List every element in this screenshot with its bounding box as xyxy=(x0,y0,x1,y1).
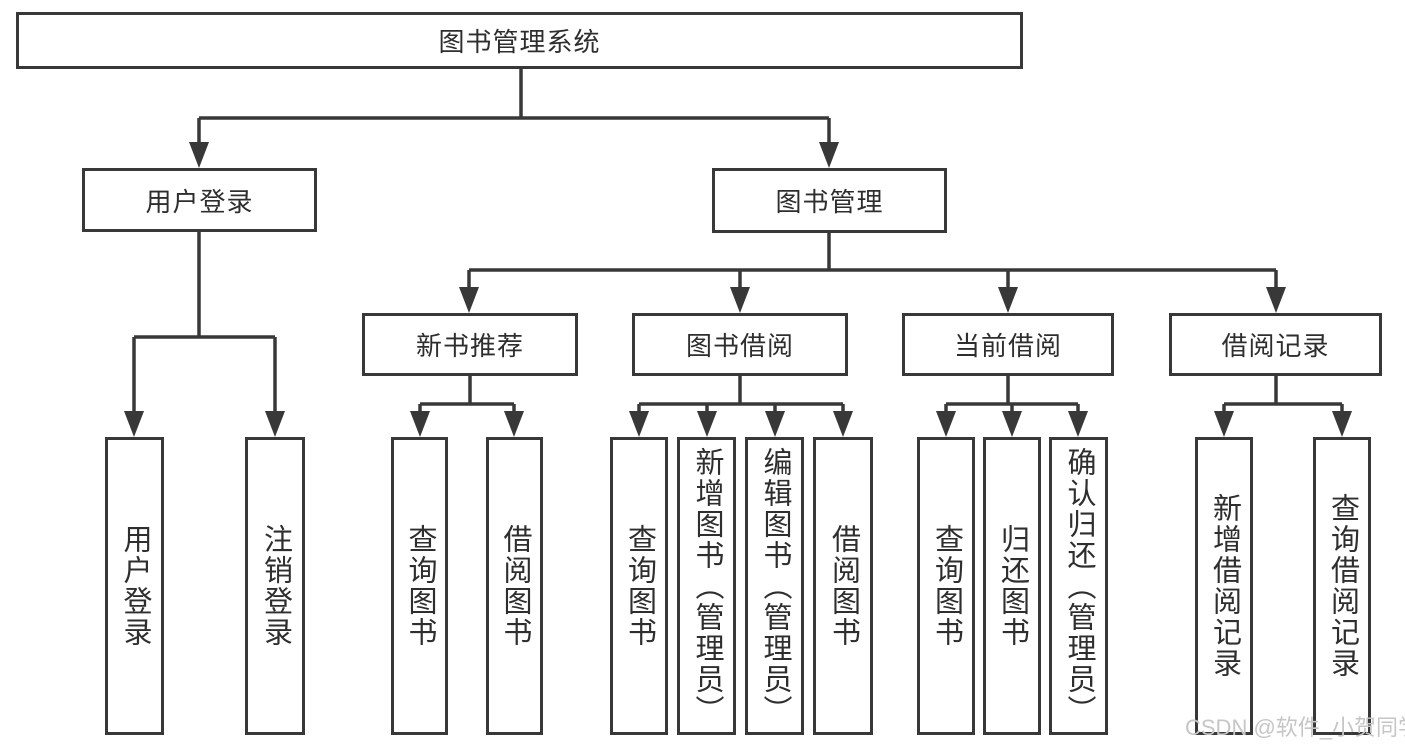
leaf-return-books: 归还图书 xyxy=(983,437,1041,735)
connector-section-current xyxy=(936,376,1088,437)
leaf-label: 借阅图书 xyxy=(827,524,860,648)
connector-login xyxy=(124,232,285,437)
leaf-label: 编辑图书（管理员） xyxy=(759,446,791,726)
leaf-query-books: 查询图书 xyxy=(610,437,668,735)
leaf-borrow-books: 借阅图书 xyxy=(813,437,873,735)
node-user-login: 用户登录 xyxy=(82,168,317,232)
leaf-user-login: 用户登录 xyxy=(105,437,164,735)
node-current-borrowing: 当前借阅 xyxy=(902,313,1114,376)
node-new-book-recommendation: 新书推荐 xyxy=(362,313,578,376)
connector-section-new xyxy=(410,376,524,437)
leaf-label: 新增借阅记录 xyxy=(1208,493,1241,679)
node-book-management-label: 图书管理 xyxy=(775,187,884,217)
leaf-label: 确认归还（管理员） xyxy=(1063,446,1095,726)
leaf-query-books: 查询图书 xyxy=(917,437,975,735)
leaf-borrow-books: 借阅图书 xyxy=(486,437,543,735)
leaf-label: 新增图书（管理员） xyxy=(691,446,723,726)
section-label: 当前借阅 xyxy=(953,331,1062,361)
connector-section-borrow xyxy=(629,376,853,437)
leaf-add-borrow-record: 新增借阅记录 xyxy=(1195,437,1253,735)
node-borrowing-records: 借阅记录 xyxy=(1169,313,1382,376)
leaf-label: 查询图书 xyxy=(930,524,963,648)
leaf-query-books: 查询图书 xyxy=(391,437,448,735)
leaf-label: 借阅图书 xyxy=(499,524,531,648)
leaf-logout: 注销登录 xyxy=(245,437,305,735)
leaf-label: 查询图书 xyxy=(623,524,656,648)
node-root-library-system: 图书管理系统 xyxy=(16,12,1023,69)
connector-root xyxy=(189,69,839,168)
leaf-add-books-admin: 新增图书（管理员） xyxy=(677,437,736,735)
node-root-label: 图书管理系统 xyxy=(438,27,601,57)
connector-management xyxy=(459,233,1286,313)
node-book-management: 图书管理 xyxy=(712,168,947,233)
leaf-label: 查询借阅记录 xyxy=(1326,493,1359,679)
csdn-watermark: CSDN @软件_小贺同学 xyxy=(1185,715,1405,740)
leaf-label: 注销登录 xyxy=(259,524,292,648)
leaf-label: 用户登录 xyxy=(119,524,151,648)
connector-section-record xyxy=(1214,376,1352,437)
leaf-edit-books-admin: 编辑图书（管理员） xyxy=(745,437,804,735)
leaf-query-borrow-record: 查询借阅记录 xyxy=(1313,437,1371,735)
leaf-confirm-return-admin: 确认归还（管理员） xyxy=(1049,437,1108,735)
section-label: 新书推荐 xyxy=(415,331,524,361)
leaf-label: 归还图书 xyxy=(996,524,1029,648)
node-user-login-label: 用户登录 xyxy=(145,186,254,217)
node-book-borrowing: 图书借阅 xyxy=(632,313,848,376)
leaf-label: 查询图书 xyxy=(404,524,436,648)
section-label: 借阅记录 xyxy=(1221,331,1330,361)
section-label: 图书借阅 xyxy=(685,331,794,361)
